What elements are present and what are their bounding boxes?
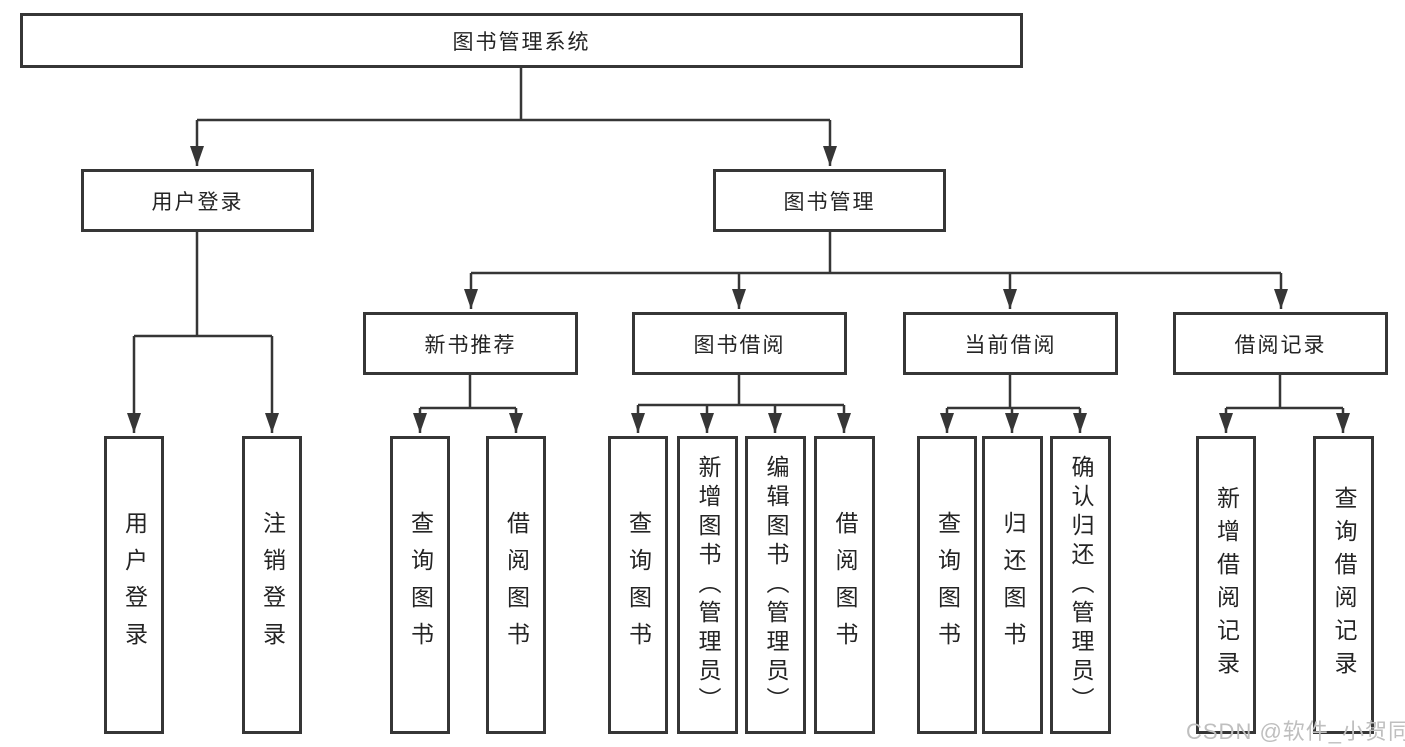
node-root: 图书管理系统 (20, 13, 1023, 68)
leaf-borrow-books: 借阅图书 (814, 436, 875, 734)
trunk-lines (134, 68, 1343, 410)
node-user-login-branch: 用户登录 (81, 169, 314, 232)
node-new-book-recommend: 新书推荐 (363, 312, 578, 375)
leaf-logout: 注销登录 (242, 436, 302, 734)
leaf-query-borrow-record: 查询借阅记录 (1313, 436, 1374, 734)
node-book-management-branch: 图书管理 (713, 169, 946, 232)
leaf-query-books-recommend: 查询图书 (390, 436, 450, 734)
arrow-lines (127, 120, 1350, 433)
leaf-edit-books-admin: 编辑图书（管理员） (745, 436, 806, 734)
leaf-add-borrow-record: 新增借阅记录 (1196, 436, 1256, 734)
leaf-add-books-admin: 新增图书（管理员） (677, 436, 738, 734)
leaf-user-login: 用户登录 (104, 436, 164, 734)
csdn-watermark: CSDN @软件_小贺同学 (1186, 719, 1405, 744)
leaf-borrow-books-recommend: 借阅图书 (486, 436, 546, 734)
leaf-confirm-return-admin: 确认归还（管理员） (1050, 436, 1111, 734)
node-book-borrowing: 图书借阅 (632, 312, 847, 375)
leaf-return-books: 归还图书 (982, 436, 1043, 734)
node-borrowing-records: 借阅记录 (1173, 312, 1388, 375)
node-current-borrowing: 当前借阅 (903, 312, 1118, 375)
leaf-query-books-current: 查询图书 (917, 436, 977, 734)
leaf-query-books-borrowing: 查询图书 (608, 436, 668, 734)
